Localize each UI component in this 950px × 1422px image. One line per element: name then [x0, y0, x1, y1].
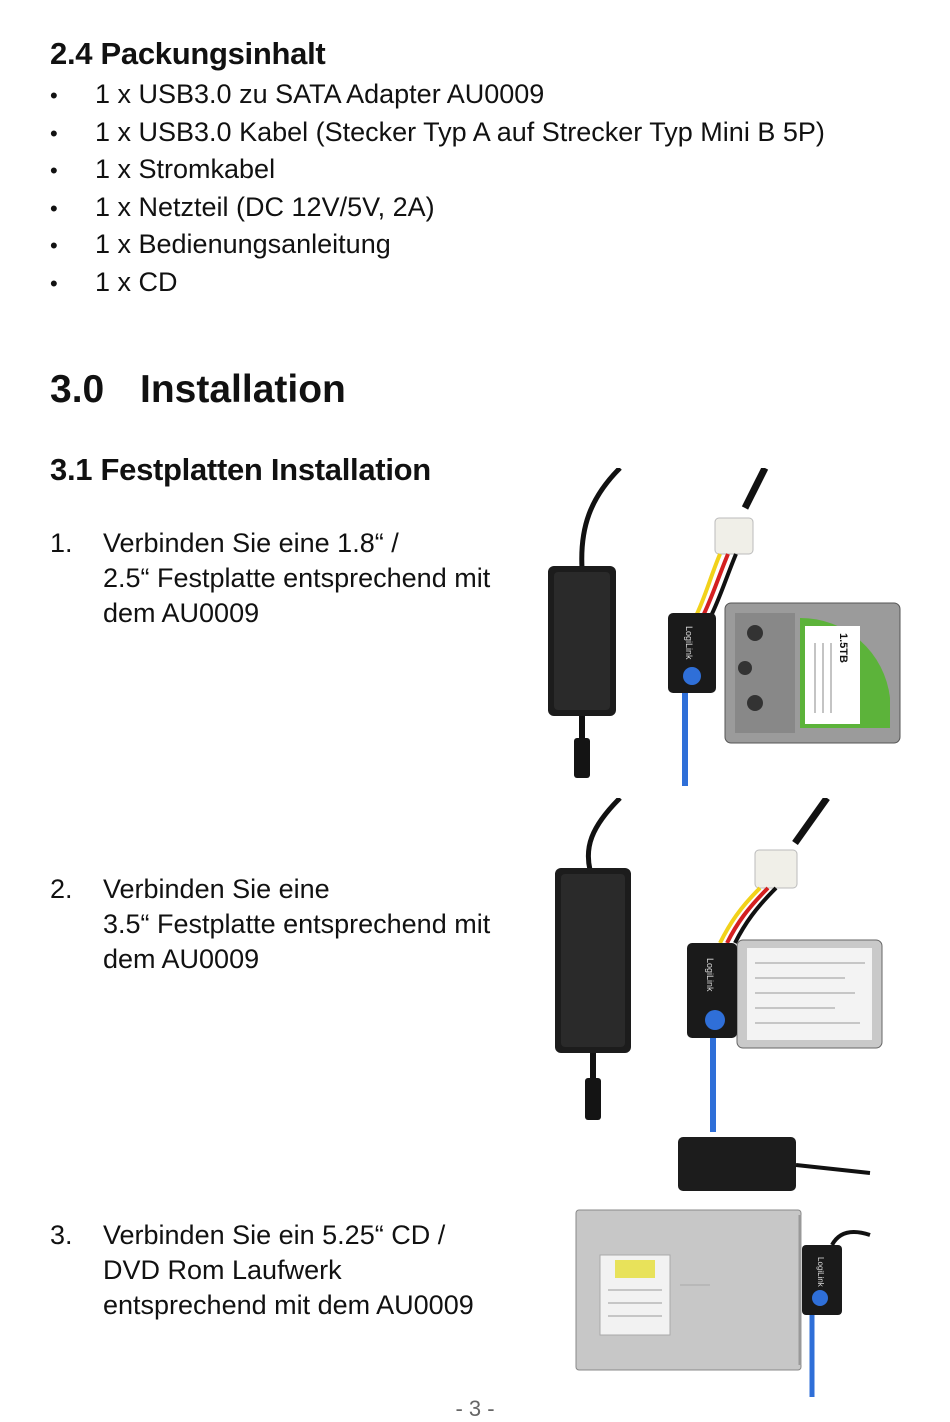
adapter-brand: LogiLink — [816, 1257, 825, 1288]
list-item: •1 x Bedienungsanleitung — [50, 229, 391, 259]
install-step-2: 2. Verbinden Sie eine 3.5“ Festplatte en… — [50, 874, 491, 974]
list-item: •1 x Netzteil (DC 12V/5V, 2A) — [50, 191, 435, 222]
section-heading-hdd-install: 3.1 Festplatten Installation — [50, 452, 431, 487]
list-item: •1 x Stromkabel — [50, 154, 276, 184]
list-item: •1 x USB3.0 Kabel (Stecker Typ A auf Str… — [50, 116, 825, 147]
photo-optical-drive-connection: LogiLink — [575, 1137, 871, 1397]
section-heading-contents: 2.4 Packungsinhalt — [50, 36, 326, 71]
install-step-3: 3. Verbinden Sie ein 5.25“ CD / DVD Rom … — [50, 1220, 474, 1320]
adapter-brand: LogiLink — [705, 958, 715, 992]
list-item: •1 x CD — [50, 266, 178, 297]
contents-list: •1 x USB3.0 zu SATA Adapter AU0009 •1 x … — [50, 76, 825, 301]
install-step-1: 1. Verbinden Sie eine 1.8“ / 2.5“ Festpl… — [50, 528, 491, 628]
photo-hdd-connection-2: LogiLink — [555, 798, 883, 1132]
photo-hdd-connection-1: 1.5TB LogiLink — [548, 468, 901, 786]
adapter-brand: LogiLink — [684, 626, 694, 660]
hdd-capacity-label: 1.5TB — [837, 633, 849, 663]
list-item: •1 x USB3.0 zu SATA Adapter AU0009 — [50, 79, 545, 109]
page-number: - 3 - — [455, 1396, 495, 1421]
